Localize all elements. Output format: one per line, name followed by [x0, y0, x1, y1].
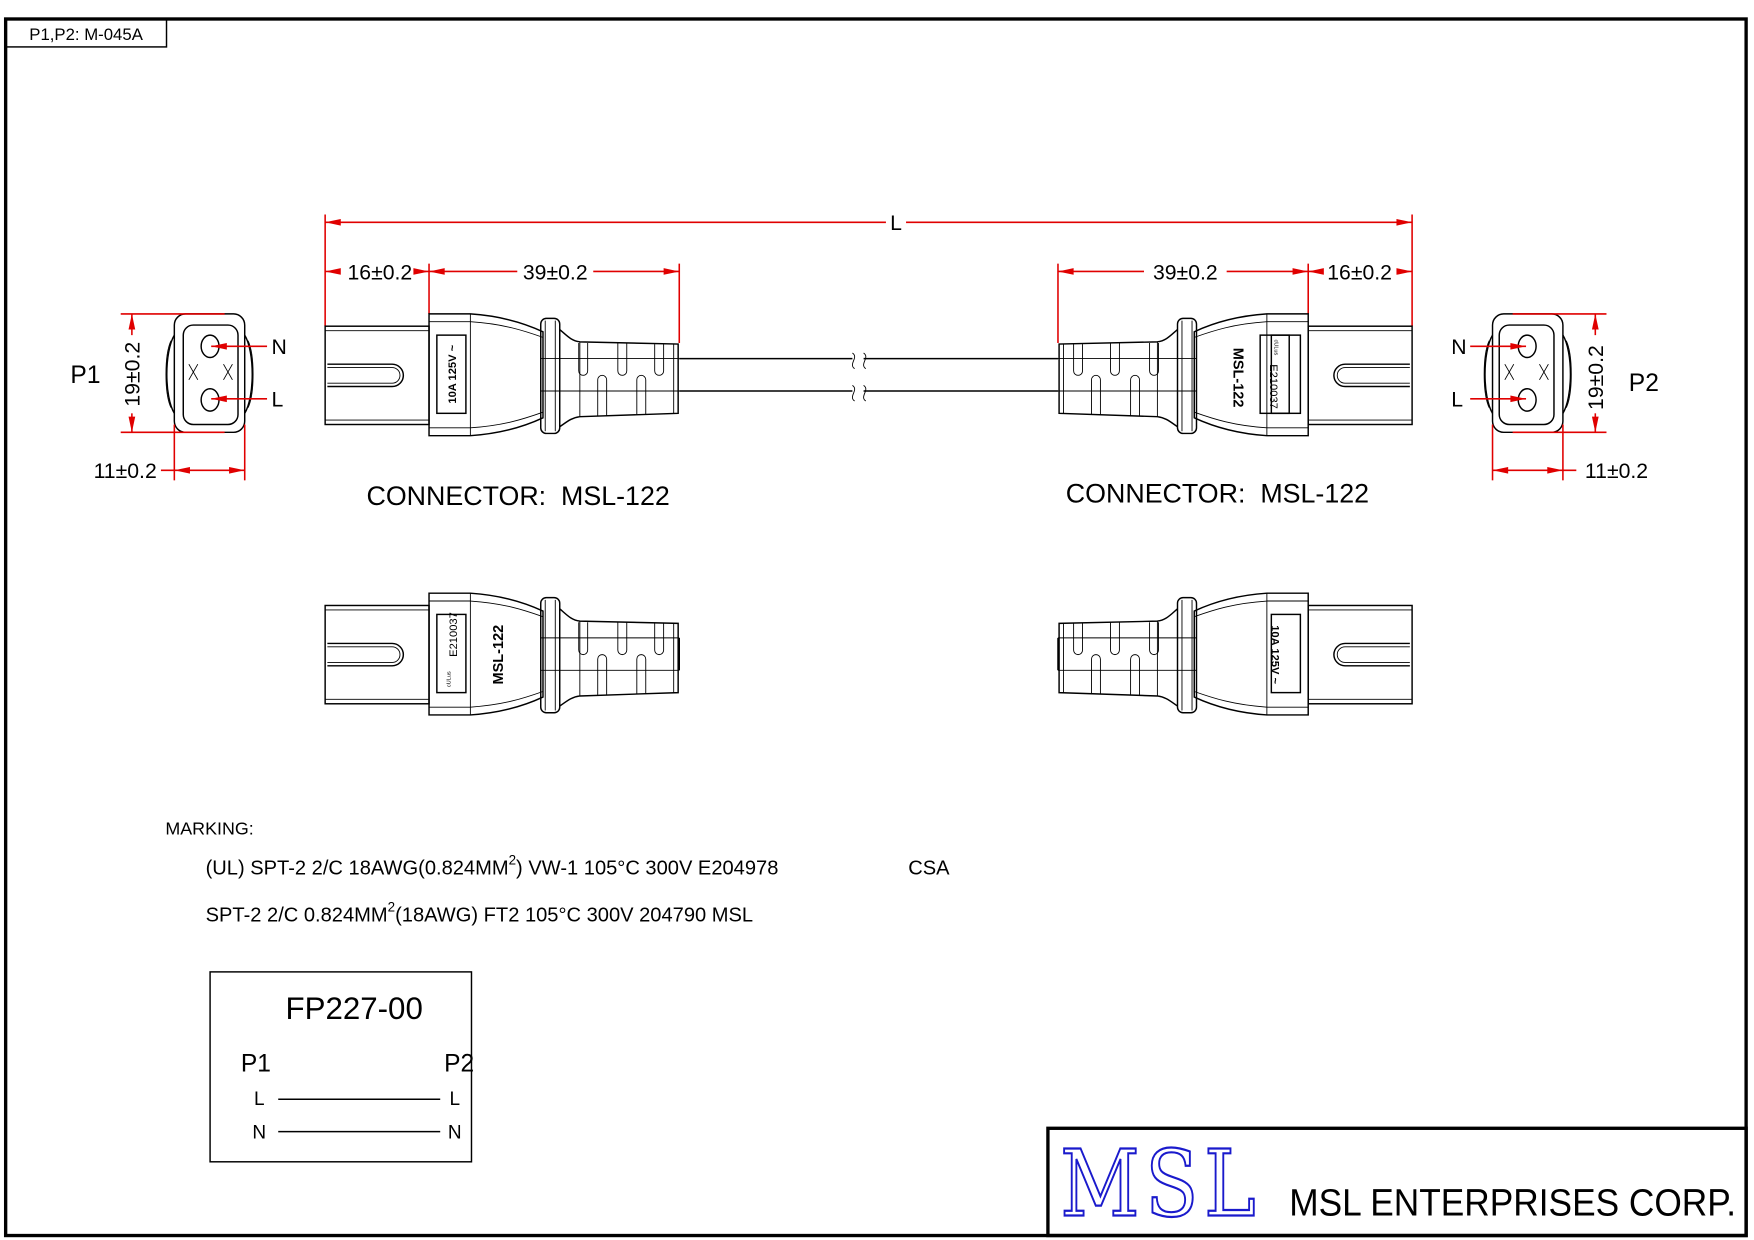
svg-text:11±0.2: 11±0.2: [1585, 460, 1648, 483]
p1-face-view: 19±0.2 11±0.2 N L P1: [70, 313, 287, 483]
svg-text:P1: P1: [241, 1050, 271, 1077]
svg-text:19±0.2: 19±0.2: [122, 342, 145, 407]
rating-label: 10A 125V ~: [1268, 625, 1280, 684]
ul-cert-mark: cULus: [446, 671, 452, 687]
pin-n-label: N: [1451, 336, 1466, 359]
pin-n-label: N: [272, 336, 287, 359]
drawing-ref-box: [4, 18, 168, 48]
svg-text:N: N: [252, 1122, 266, 1143]
svg-text:11±0.2: 11±0.2: [94, 460, 157, 483]
cable: [679, 352, 1058, 402]
svg-text:39±0.2: 39±0.2: [523, 261, 588, 284]
msl-logo: MSL: [1060, 1130, 1261, 1237]
cert-number: E210037: [1267, 364, 1279, 409]
cert-number: E210037: [448, 612, 460, 657]
dimension-right-plug: 39±0.2 16±0.2: [1057, 261, 1413, 343]
company-name: MSL ENTERPRISES CORP.: [1289, 1182, 1736, 1224]
marking-section: MARKING: (UL) SPT-2 2/C 18AWG(0.824MM2) …: [165, 818, 950, 926]
svg-text:L: L: [449, 1089, 460, 1110]
connector-caption-right: CONNECTOR: MSL-122: [1066, 479, 1369, 509]
wiring-diagram: FP227-00 P1 P2 L L N N: [209, 971, 474, 1163]
title-block: MSL MSL ENTERPRISES CORP.: [1046, 1126, 1748, 1239]
marking-line-1: (UL) SPT-2 2/C 18AWG(0.824MM2) VW-1 105°…: [206, 853, 779, 880]
pin-l-label: L: [1451, 389, 1463, 412]
svg-text:P2: P2: [444, 1050, 474, 1077]
drawing-ref: P1,P2: M-045A: [29, 25, 143, 44]
svg-text:16±0.2: 16±0.2: [348, 261, 413, 284]
connector-caption-left: CONNECTOR: MSL-122: [366, 481, 669, 511]
svg-text:L: L: [254, 1089, 265, 1110]
pin-l-label: L: [272, 389, 284, 412]
marking-line-2: SPT-2 2/C 0.824MM2(18AWG) FT2 105°C 300V…: [206, 900, 753, 927]
connector-p2-rear-view: [1057, 592, 1413, 716]
svg-text:N: N: [448, 1122, 462, 1143]
dimension-overall-length: L: [324, 212, 1413, 327]
svg-text:39±0.2: 39±0.2: [1153, 261, 1218, 284]
connector-p1-side-view: [324, 313, 680, 437]
part-number: FP227-00: [286, 991, 423, 1026]
model-label: MSL-122: [491, 625, 507, 685]
svg-text:19±0.2: 19±0.2: [1585, 345, 1608, 410]
svg-text:L: L: [890, 212, 902, 235]
rating-label: 10A 125V ~: [447, 344, 459, 403]
dimension-left-plug: 16±0.2 39±0.2: [325, 261, 681, 343]
sheet-border: [3, 17, 1748, 1238]
ul-cert-mark: cULus: [1273, 340, 1279, 356]
p2-face-view: 19±0.2 11±0.2 N L P2: [1451, 313, 1659, 483]
marking-csa: CSA: [908, 858, 950, 880]
p1-label: P1: [70, 362, 100, 389]
marking-heading: MARKING:: [165, 818, 253, 838]
model-label: MSL-122: [1229, 348, 1245, 408]
p2-label: P2: [1629, 370, 1659, 397]
svg-text:16±0.2: 16±0.2: [1327, 261, 1392, 284]
